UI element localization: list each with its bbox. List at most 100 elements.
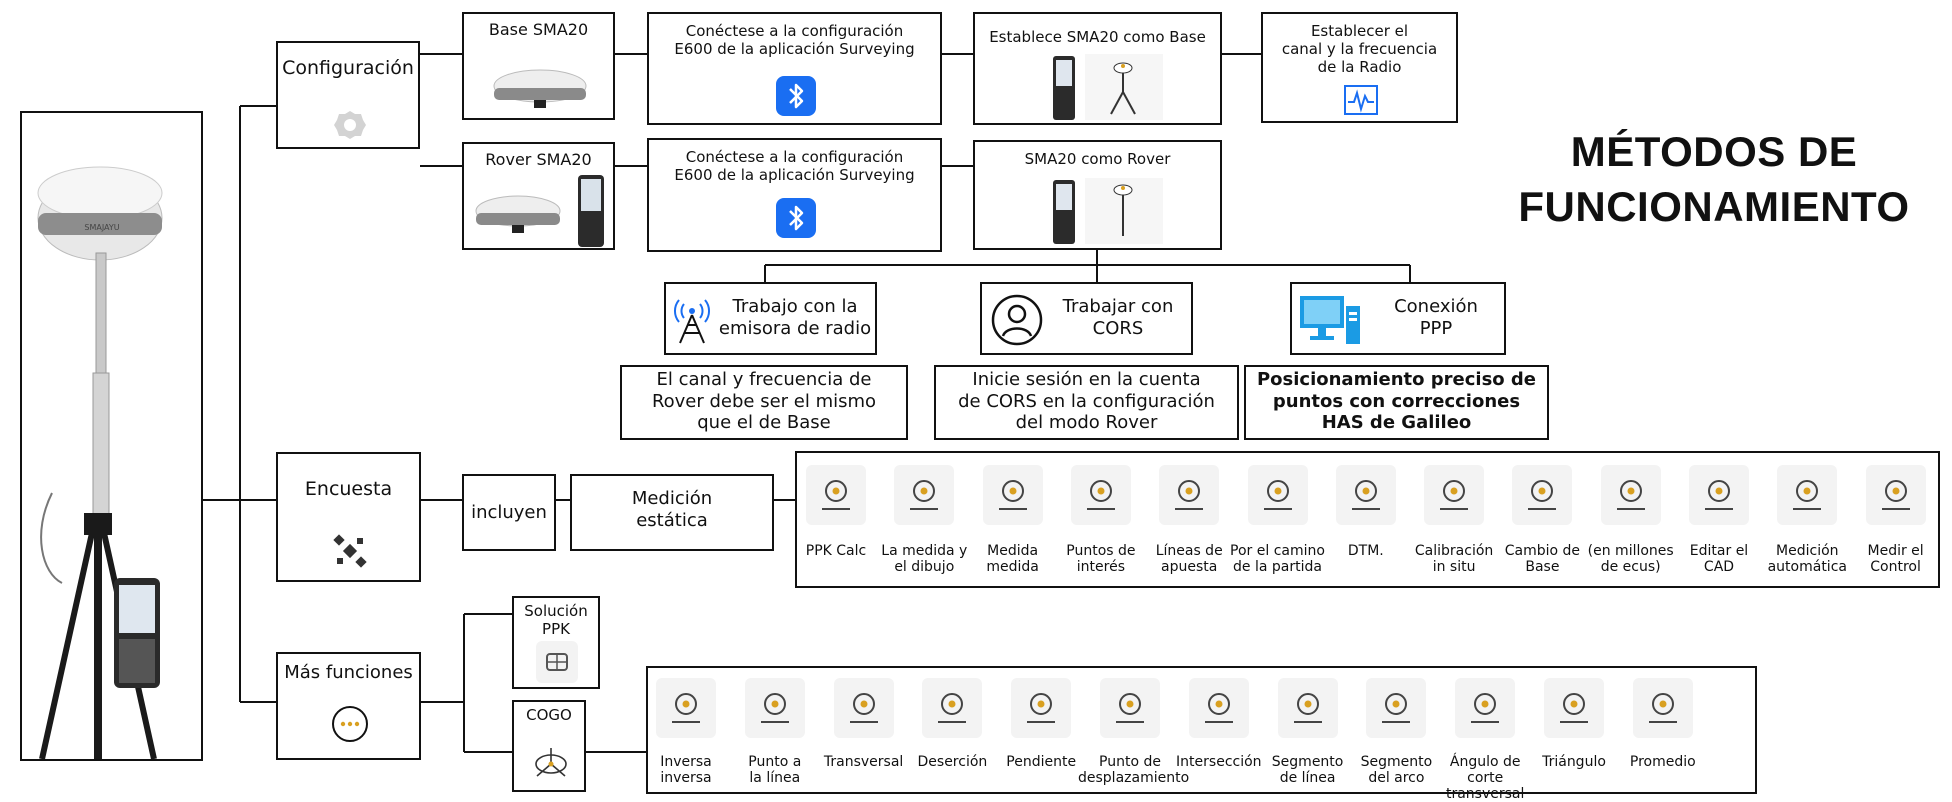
tool-label: Inversa inversa [660, 754, 712, 787]
tool-label: Pendiente [1006, 754, 1077, 770]
set-base-text: Establece SMA20 como Base [989, 28, 1206, 46]
rover-mode-node[interactable]: SMA20 como Rover [973, 140, 1222, 250]
encuesta-node[interactable]: Encuesta [276, 452, 421, 582]
point-line-icon[interactable] [744, 678, 805, 738]
gnss-receiver-on-pole-image [37, 166, 163, 759]
line-segment-icon[interactable] [1277, 678, 1338, 738]
tool-label: Promedio [1629, 754, 1696, 770]
cad-edit-icon[interactable] [1689, 465, 1749, 525]
cogo-icon [535, 748, 567, 777]
mode-radio-desc-text: El canal y frecuencia de Rover debe ser … [651, 369, 877, 434]
tool-label: Puntos de interés [1066, 543, 1136, 576]
mode-ppp-desc-text: Posicionamiento preciso de puntos con co… [1256, 369, 1537, 434]
tool-label: Punto de desplazamiento [1078, 754, 1190, 787]
auto-measure-icon[interactable] [1777, 465, 1838, 525]
incluyen-node[interactable]: incluyen [462, 474, 556, 551]
survey-satellite-icon [333, 534, 367, 568]
tool-label: Calibración in situ [1414, 543, 1494, 576]
computer-icon [1300, 296, 1360, 344]
mode-cors-desc: Inicie sesión en la cuenta de CORS en la… [934, 365, 1239, 440]
mas-funciones-node[interactable]: Más funciones [276, 652, 421, 760]
tool-label: Medición automática [1767, 543, 1847, 576]
gear-icon [334, 111, 366, 139]
mode-ppp-node[interactable]: Conexión PPP [1290, 282, 1506, 355]
mode-ppp-desc: Posicionamiento preciso de puntos con co… [1244, 365, 1549, 440]
tool-label: Por el camino de la partida [1230, 543, 1325, 576]
cogo-tools-panel: Inversa inversa Punto a la línea Transvers… [646, 666, 1757, 802]
traverse-icon[interactable] [833, 678, 894, 738]
radio-wave-icon [1344, 85, 1378, 115]
user-circle-icon [991, 294, 1043, 346]
tool-label: DTM. [1347, 543, 1384, 559]
average-icon[interactable] [1632, 678, 1693, 738]
rover-connect-node[interactable]: Conéctese a la configuración E600 de la … [647, 138, 942, 252]
tool-label: (en millones de ecus) [1587, 543, 1674, 576]
calculator-icon[interactable] [1600, 465, 1661, 525]
dtm-icon[interactable] [1335, 465, 1396, 525]
configuracion-node[interactable]: Configuración [276, 41, 420, 149]
set-base-node[interactable]: Establece SMA20 como Base [973, 12, 1222, 125]
incluyen-label: incluyen [471, 502, 547, 523]
static-measurement-node[interactable]: Medición estática [570, 474, 774, 551]
tool-label: Cambio de Base [1504, 543, 1581, 576]
control-point-icon[interactable] [1865, 465, 1926, 525]
encuesta-label: Encuesta [304, 478, 393, 500]
ppk-solution-icon [536, 641, 578, 683]
mode-ppp-title: Conexión PPP [1394, 296, 1478, 339]
tool-label: Triángulo [1542, 754, 1606, 770]
resection-icon[interactable] [922, 678, 983, 738]
tool-label: Editar el CAD [1689, 543, 1749, 576]
rover-connect-text: Conéctese a la configuración E600 de la … [674, 148, 915, 184]
base-sma20-node[interactable]: Base SMA20 [462, 12, 615, 120]
base-connect-text: Conéctese a la configuración E600 de la … [674, 22, 915, 58]
rover-receiver-image [475, 175, 604, 247]
base-connect-node[interactable]: Conéctese a la configuración E600 de la … [647, 12, 942, 125]
controller-and-tripod-image [1053, 54, 1163, 120]
mode-cors-node[interactable]: Trabajar con CORS [980, 282, 1193, 355]
mode-cors-title: Trabajar con CORS [1062, 296, 1174, 339]
tool-label: Transversal [823, 754, 904, 770]
tool-label: PPK Calc [805, 543, 867, 559]
triangle-icon[interactable] [1544, 678, 1604, 738]
calibration-icon[interactable] [1424, 465, 1485, 525]
static-measurement-label: Medición estática [631, 488, 713, 531]
base-receiver-image [493, 69, 587, 108]
tool-label: Medida medida [986, 543, 1039, 576]
radio-freq-node[interactable]: Establecer el canal y la frecuencia de l… [1261, 12, 1458, 123]
base-sma20-title: Base SMA20 [488, 20, 589, 39]
configuracion-label: Configuración [282, 57, 414, 79]
cogo-node[interactable]: COGO [512, 700, 586, 792]
angle-icon[interactable] [1455, 678, 1516, 738]
rover-sma20-node[interactable]: Rover SMA20 [462, 142, 615, 250]
pin-icon[interactable] [982, 465, 1043, 525]
mode-cors-desc-text: Inicie sesión en la cuenta de CORS en la… [958, 369, 1215, 434]
cogo-label: COGO [526, 706, 572, 724]
change-base-icon[interactable] [1512, 465, 1573, 525]
ppk-solution-node[interactable]: Solución PPK [512, 596, 600, 689]
tool-label: Ángulo de corte transversal [1445, 754, 1525, 802]
map-draw-icon[interactable] [894, 465, 955, 525]
slope-icon[interactable] [1011, 678, 1072, 738]
route-icon[interactable] [1247, 465, 1308, 525]
device-brand-label: SMAJAYU [84, 223, 120, 232]
tool-label: Intersección [1176, 754, 1262, 770]
offset-point-icon[interactable] [1100, 678, 1160, 738]
ppk-solution-label: Solución PPK [524, 602, 588, 638]
poi-icon[interactable] [1070, 465, 1131, 525]
stakeout-line-icon[interactable] [1159, 465, 1220, 525]
bluetooth-icon [776, 198, 816, 238]
mode-radio-title: Trabajo con la emisora de radio [718, 296, 872, 339]
mode-radio-desc: El canal y frecuencia de Rover debe ser … [620, 365, 908, 440]
rover-mode-text: SMA20 como Rover [1024, 150, 1171, 168]
tool-label: Punto a la línea [748, 754, 802, 787]
inverse-icon[interactable] [656, 678, 716, 738]
ppk-calc-icon[interactable] [806, 465, 866, 525]
controller-and-pole-image [1053, 178, 1163, 244]
mas-funciones-label: Más funciones [284, 662, 413, 683]
intersection-icon[interactable] [1188, 678, 1249, 738]
mode-radio-node[interactable]: Trabajo con la emisora de radio [664, 282, 877, 355]
bluetooth-icon [776, 76, 816, 116]
arc-segment-icon[interactable] [1366, 678, 1427, 738]
